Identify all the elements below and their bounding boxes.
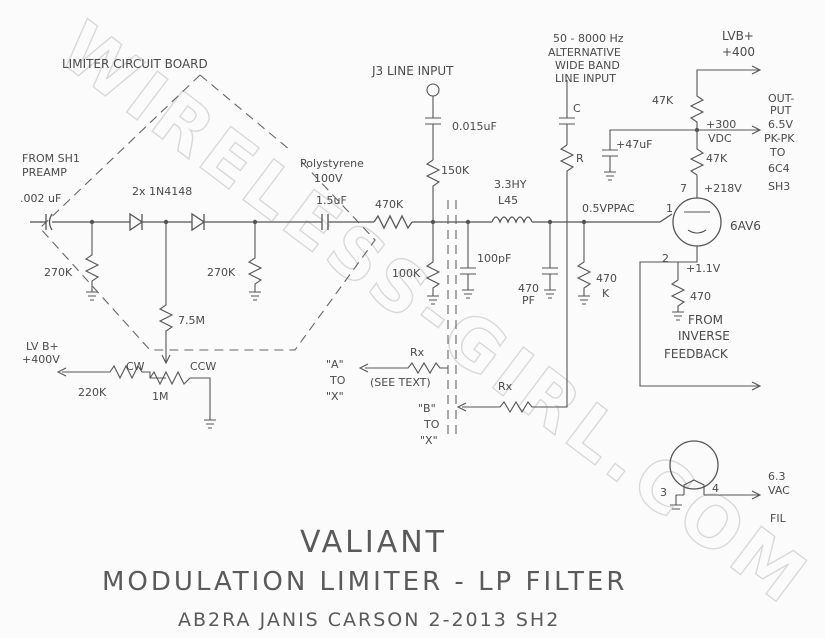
out-2: PUT	[770, 104, 792, 117]
r470k-b2: K	[602, 287, 610, 300]
l-label-2: L45	[498, 194, 518, 207]
v11-label: +1.1V	[686, 262, 721, 275]
l-label-1: 3.3HY	[494, 178, 527, 191]
diode-1	[129, 212, 144, 232]
pot-network	[56, 364, 216, 429]
r470k-b1: 470	[596, 272, 617, 285]
a-to-x-2: TO	[329, 374, 346, 387]
r47k-1: 47K	[652, 94, 674, 107]
filament	[669, 440, 762, 510]
cap-002: .002 uF	[20, 192, 61, 205]
lvb-right-2: +400	[722, 45, 755, 59]
out-5: TO	[769, 146, 786, 159]
rx-label-2: Rx	[498, 380, 513, 393]
alt-label-1: 50 - 8000 Hz	[553, 32, 624, 45]
title-line-2: MODULATION LIMITER - LP FILTER	[102, 567, 627, 597]
pin7-label: 7	[680, 182, 687, 195]
lvb-right-1: LVB+	[722, 29, 754, 43]
rx-label-1: Rx	[410, 346, 425, 359]
alt-label-3: WIDE BAND	[555, 59, 620, 72]
b-to-x-3: "X"	[420, 434, 438, 447]
v218-label: +218V	[704, 182, 742, 195]
pin4-label: 4	[712, 482, 719, 495]
b-to-x-1: "B"	[418, 402, 436, 415]
c470pf-2: PF	[522, 294, 535, 307]
r100k-label: 100K	[392, 267, 421, 280]
r270k-a: 270K	[44, 266, 73, 279]
ccw-label: CCW	[190, 360, 216, 373]
pot-label: 1M	[152, 390, 169, 403]
title-line-1: VALIANT	[300, 525, 447, 560]
c015-label: 0.015uF	[452, 120, 497, 133]
r75m-label: 7.5M	[178, 314, 205, 327]
from-sh1-2: PREAMP	[22, 166, 67, 179]
title-line-3: AB2RA JANIS CARSON 2-2013 SH2	[178, 609, 560, 631]
c470pf-1: 470	[518, 282, 539, 295]
rx-jumpers	[358, 222, 568, 414]
r470-label: 470	[690, 290, 711, 303]
a-to-x-1: "A"	[326, 358, 344, 371]
c100pf-label: 100pF	[477, 252, 511, 265]
c-label: C	[573, 102, 581, 115]
r220k-label: 220K	[78, 386, 107, 399]
fb-2: INVERSE	[678, 329, 730, 343]
pin1-label: 1	[666, 202, 673, 215]
diodes-label: 2x 1N4148	[132, 185, 192, 198]
pin2-label: 2	[662, 252, 669, 265]
r-label: R	[576, 152, 584, 165]
r270k-b: 270K	[207, 266, 236, 279]
see-text: (SEE TEXT)	[370, 376, 431, 389]
shunt-parts	[84, 80, 592, 365]
tube-circuit	[602, 65, 762, 391]
alt-label-4: LINE INPUT	[555, 72, 616, 85]
r47k-2: 47K	[706, 152, 728, 165]
poly-2: 100V	[314, 172, 343, 185]
from-sh1-1: FROM SH1	[22, 152, 80, 165]
signal-path	[30, 212, 673, 232]
title-block: VALIANT MODULATION LIMITER - LP FILTER A…	[102, 525, 627, 631]
board-outline	[39, 74, 457, 438]
a-to-x-3: "X"	[326, 390, 344, 403]
poly-1: Polystyrene	[300, 157, 364, 170]
out-1: OUT-	[768, 92, 794, 105]
vppac-label: 0.5VPPAC	[582, 202, 635, 215]
r470k-label: 470K	[375, 198, 404, 211]
out-6: 6C4	[768, 162, 790, 175]
r150k-label: 150K	[441, 164, 470, 177]
poly-3: 1.5uF	[316, 194, 347, 207]
v300-2: VDC	[708, 132, 732, 145]
labels: LIMITER CIRCUIT BOARD J3 LINE INPUT 50 -…	[20, 29, 795, 525]
fil-3: FIL	[770, 512, 787, 525]
tube-label: 6AV6	[730, 219, 761, 233]
cw-label: CW	[126, 360, 145, 373]
out-4: PK-PK	[764, 132, 795, 145]
pin3-label: 3	[660, 486, 667, 499]
b-to-x-2: TO	[423, 418, 440, 431]
lvb-left-2: +400V	[22, 353, 60, 366]
diode-2	[191, 212, 206, 232]
fb-1: FROM	[688, 313, 723, 327]
fb-3: FEEDBACK	[664, 347, 729, 361]
j3-label: J3 LINE INPUT	[371, 64, 454, 78]
out-7: SH3	[768, 180, 790, 193]
board-label: LIMITER CIRCUIT BOARD	[62, 57, 208, 71]
fil-2: VAC	[768, 484, 790, 497]
lvb-left-1: LV B+	[26, 340, 59, 353]
alt-label-2: ALTERNATIVE	[548, 46, 621, 59]
fil-1: 6.3	[768, 470, 786, 483]
c47uf-label: +47uF	[616, 138, 653, 151]
v300-1: +300	[706, 118, 736, 131]
out-3: 6.5V	[768, 118, 793, 131]
